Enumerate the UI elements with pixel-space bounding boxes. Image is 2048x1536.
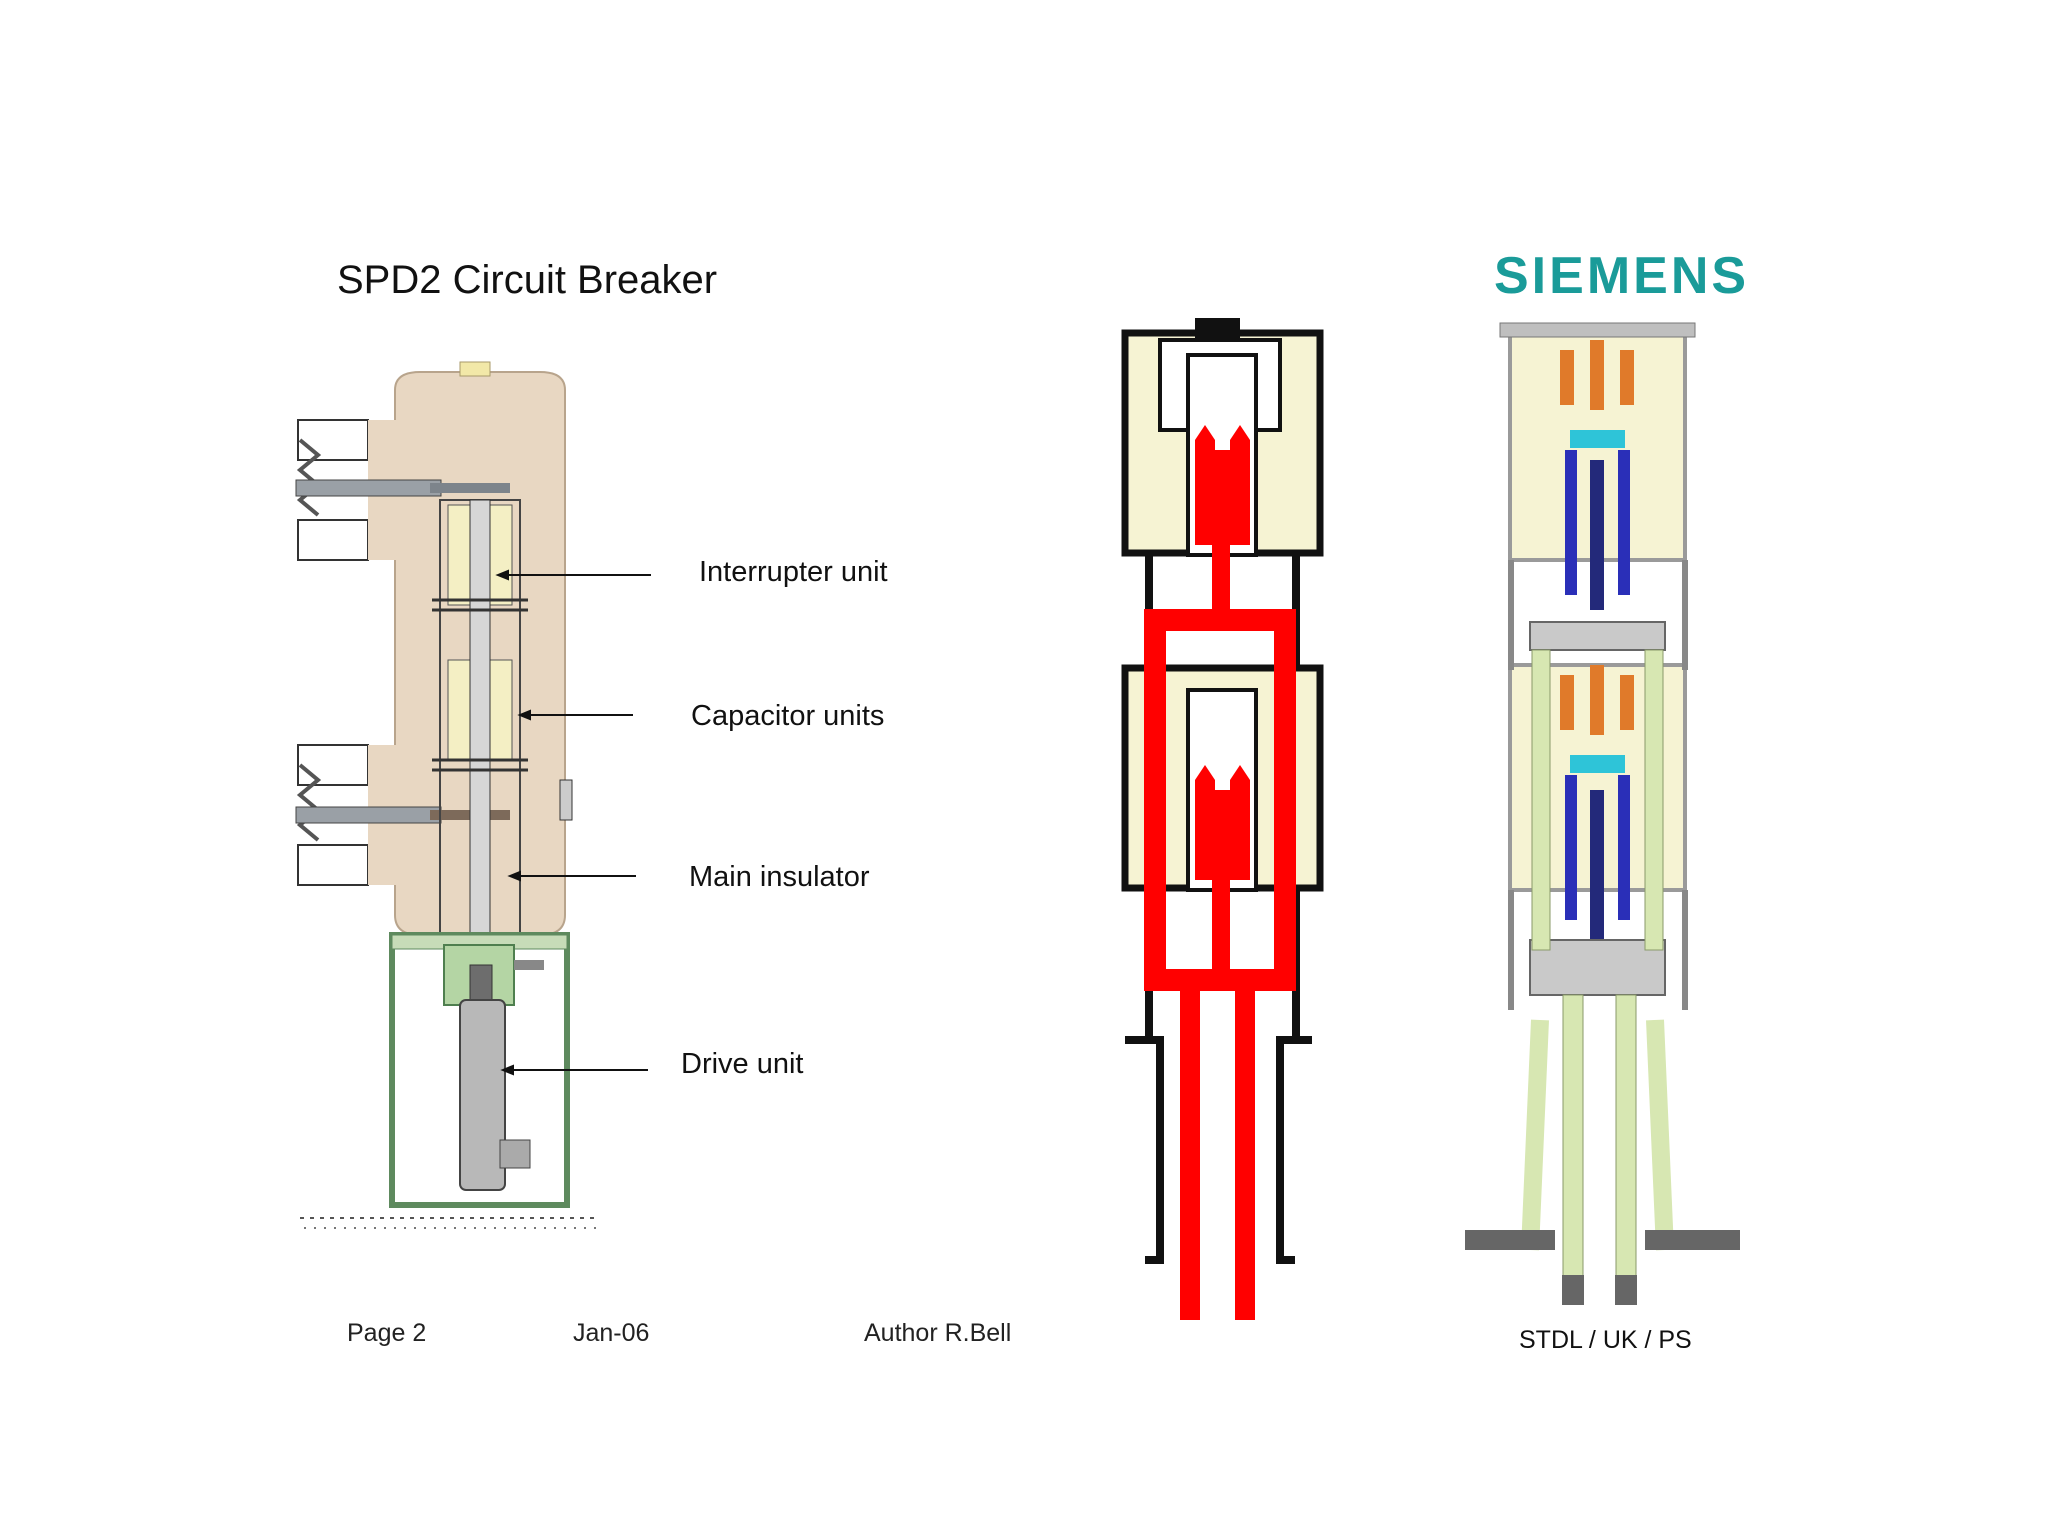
callout-interrupter-unit: Interrupter unit [699,556,888,588]
breaker-assembly-drawing [295,361,600,1229]
mechanism-section-color [1465,322,1740,1305]
page-title: SPD2 Circuit Breaker [337,258,718,302]
callout-arrows [495,569,651,1076]
footer-author: Author R.Bell [864,1319,1012,1347]
callout-drive-unit: Drive unit [681,1048,804,1080]
callout-main-insulator: Main insulator [689,861,870,893]
footer-date: Jan-06 [573,1319,650,1347]
callout-capacitor-units: Capacitor units [691,700,885,732]
footer-department: STDL / UK / PS [1519,1326,1692,1354]
footer-page: Page 2 [347,1319,427,1347]
mechanism-section-red [1121,318,1324,1320]
siemens-logo: SIEMENS [1494,247,1750,305]
